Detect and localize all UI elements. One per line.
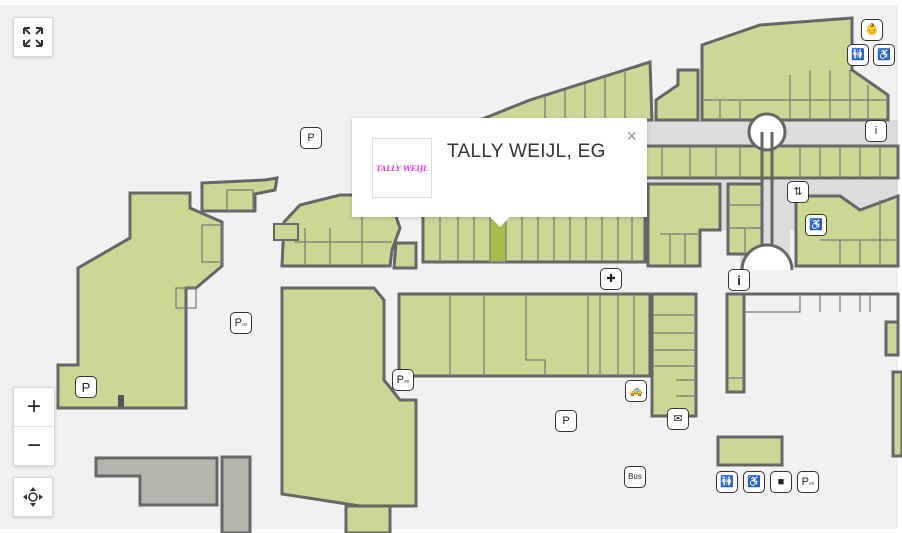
store-info-popup: TALLY WEIJL TALLY WEIJL, EG × [352,118,647,227]
bus-stop-icon[interactable]: Bus [624,466,646,488]
wheelchair-icon[interactable]: ♿ [805,214,827,236]
zoom-out-button[interactable]: − [14,426,54,465]
store-row-south[interactable] [397,292,652,378]
zoom-controls: + − [13,387,55,466]
taxi-icon[interactable]: 🚕 [625,380,647,402]
expand-arrows-icon [23,27,43,47]
parking-icon[interactable]: P [555,410,577,432]
elevator-icon[interactable]: ⇅ [787,181,809,203]
parking-icon[interactable]: P [75,376,97,398]
fullscreen-button[interactable] [13,17,53,57]
wheelchair-icon[interactable]: ♿ [873,44,895,66]
recenter-button[interactable] [13,477,53,517]
store-row-central[interactable] [421,212,647,264]
wheelchair-icon[interactable]: ♿ [743,471,765,493]
pharmacy-icon[interactable]: ✚ [600,268,622,290]
baby-changing-icon[interactable]: 👶 [861,19,883,41]
mail-icon[interactable]: ✉ [667,408,689,430]
restroom-icon[interactable]: 🚻 [716,471,738,493]
locker-icon[interactable]: ■ [770,471,792,493]
zoom-in-button[interactable]: + [26,393,41,420]
store-logo: TALLY WEIJL [372,138,432,198]
parking-icon[interactable]: P [300,127,322,149]
store-block-ne[interactable] [700,16,890,122]
info-icon[interactable]: i [728,269,750,291]
inactive-block-south-2 [220,455,252,533]
compass-pan-icon [23,487,43,507]
restroom-icon[interactable]: 🚻 [847,44,869,66]
store-title: TALLY WEIJL, EG [447,141,606,162]
inactive-block-south [94,456,219,507]
store-block-anchor[interactable] [280,286,418,508]
info-icon[interactable]: i [865,120,887,142]
close-popup-button[interactable]: × [626,126,637,146]
